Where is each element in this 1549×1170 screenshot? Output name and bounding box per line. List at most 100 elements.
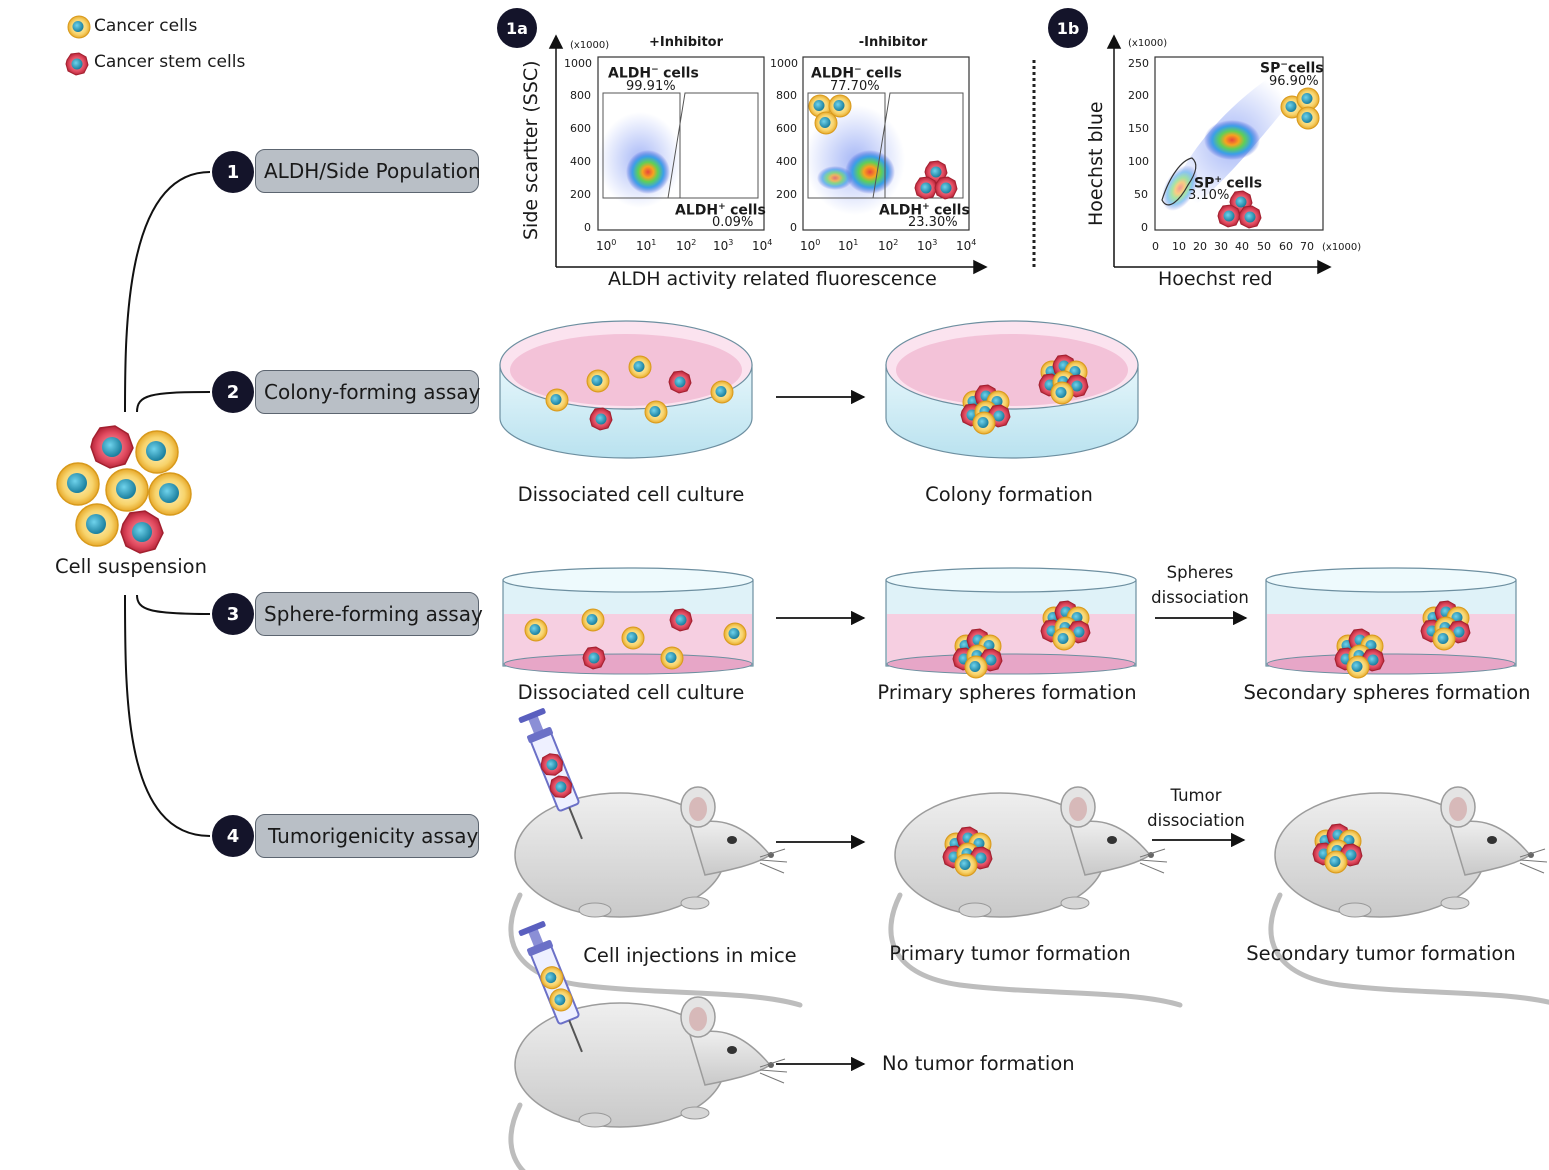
xtick-log: 100 [800,238,821,253]
gate-aldh-neg-no-inhibitor: ALDH− cells [811,65,902,82]
xtick-log: 102 [878,238,899,253]
panel-1a-y-scale: (x1000) [570,40,610,51]
xtick-log: 101 [838,238,859,253]
ytick: 400 [570,155,591,168]
cell-suspension-illustration [56,425,192,554]
pct-sp-neg: 96.90% [1269,74,1319,89]
panel-1b-y-scale: (x1000) [1128,38,1168,49]
ytick-1b: 50 [1134,188,1148,201]
caption-primary-tumor: Primary tumor formation [889,942,1131,965]
pct-aldh-neg-no-inhibitor: 77.70% [830,79,880,94]
xtick-log: 103 [713,238,734,253]
pct-aldh-pos-no-inhibitor: 23.30% [908,215,958,230]
caption-colony-dissociated: Dissociated cell culture [517,483,745,506]
ytick-1b: 100 [1128,155,1149,168]
xtick-1b: 60 [1279,240,1293,253]
petri-dish-colony [885,320,1139,459]
ytick-1b: 200 [1128,89,1149,102]
step-2-pill: Colony-forming assay [255,370,480,414]
panel-1a-x-label: ALDH activity related fluorescence [608,268,937,290]
ytick: 800 [776,89,797,102]
legend-cancer-cells: Cancer cells [94,16,198,36]
panel-1a-axes [548,34,988,275]
xtick-1b: 0 [1152,240,1159,253]
ytick: 0 [584,221,591,234]
xtick-1b: 50 [1257,240,1271,253]
ytick: 200 [776,188,797,201]
ytick: 200 [570,188,591,201]
gate-sp-pos: SP+ cells [1194,175,1263,192]
xtick-1b: 30 [1214,240,1228,253]
plot-title-no-inhibitor: -Inhibitor [858,35,928,50]
pct-sp-pos: 3.10% [1188,188,1230,203]
ytick: 800 [570,89,591,102]
flask-dissociated [502,567,754,675]
gate-aldh-pos-no-inhibitor: ALDH+ cells [879,202,970,219]
caption-secondary-tumor: Secondary tumor formation [1246,942,1516,965]
panel-1b-y-label: Hoechst blue [1085,101,1107,226]
ytick: 600 [570,122,591,135]
caption-no-tumor: No tumor formation [882,1052,1075,1075]
panel-1b-badge: 1b [1048,8,1088,48]
step-2-badge: 2 [212,371,254,413]
legend-cancer-stem-cells: Cancer stem cells [94,52,246,72]
xtick-log: 104 [956,238,977,253]
pct-aldh-pos-inhibitor: 0.09% [712,215,754,230]
flask-secondary-spheres [1265,567,1517,678]
cancer-cell-legend-icon [67,15,91,39]
gate-sp-neg: SP−cells [1260,60,1324,77]
ytick-1b: 250 [1128,57,1149,70]
xtick-1b: 20 [1193,240,1207,253]
xtick-log: 102 [676,238,697,253]
ytick-1b: 0 [1141,221,1148,234]
step-4-pill: Tumorigenicity assay [255,814,479,858]
flow-plot-no-inhibitor [802,56,970,231]
ytick: 600 [776,122,797,135]
caption-cell-injections: Cell injections in mice [583,944,797,967]
xtick-log: 100 [596,238,617,253]
step-1-pill: ALDH/Side Population [255,149,481,193]
panel-1a-y-label: Side scartter (SSC) [520,60,542,240]
panel-1b-axes [1106,34,1332,275]
process-arrows [776,389,1248,1072]
step-4-badge: 4 [212,815,254,857]
caption-primary-spheres: Primary spheres formation [877,681,1137,704]
ytick: 1000 [770,57,798,70]
gate-aldh-neg-inhibitor: ALDH− cells [608,65,699,82]
hoechst-plot [1154,56,1324,231]
petri-dish-dissociated [499,320,753,459]
caption-sphere-dissociated: Dissociated cell culture [517,681,745,704]
step-1-badge: 1 [212,151,254,193]
xtick-log: 103 [917,238,938,253]
ytick: 0 [790,221,797,234]
stem-cell-legend-icon [65,52,89,76]
pct-aldh-neg-inhibitor: 99.91% [626,79,676,94]
ytick: 1000 [564,57,592,70]
caption-secondary-spheres: Secondary spheres formation [1243,681,1531,704]
step-3-pill: Sphere-forming assay [255,592,483,636]
ytick: 400 [776,155,797,168]
xtick-1b: 40 [1235,240,1249,253]
xtick-log: 104 [752,238,773,253]
connector-lines [124,171,211,837]
cell-suspension-label: Cell suspension [55,555,207,578]
xtick-1b: 10 [1172,240,1186,253]
flow-plot-inhibitor [597,56,765,231]
mouse-secondary-tumor [1271,787,1549,1005]
plot-title-inhibitor: +Inhibitor [648,35,724,50]
xtick-log: 101 [636,238,657,253]
mouse-primary-tumor [891,787,1180,1005]
xtick-1b: 70 [1300,240,1314,253]
panel-1b-x-label: Hoechst red [1158,268,1273,290]
ytick-1b: 150 [1128,122,1149,135]
panel-1b-x-scale: (x1000) [1322,242,1362,253]
gate-aldh-pos-inhibitor: ALDH+ cells [675,202,766,219]
flask-primary-spheres [885,567,1137,678]
panel-1a-badge: 1a [497,8,537,48]
caption-colony-formation: Colony formation [925,483,1093,506]
step-3-badge: 3 [212,593,254,635]
mouse-injected-cancer [511,997,800,1170]
